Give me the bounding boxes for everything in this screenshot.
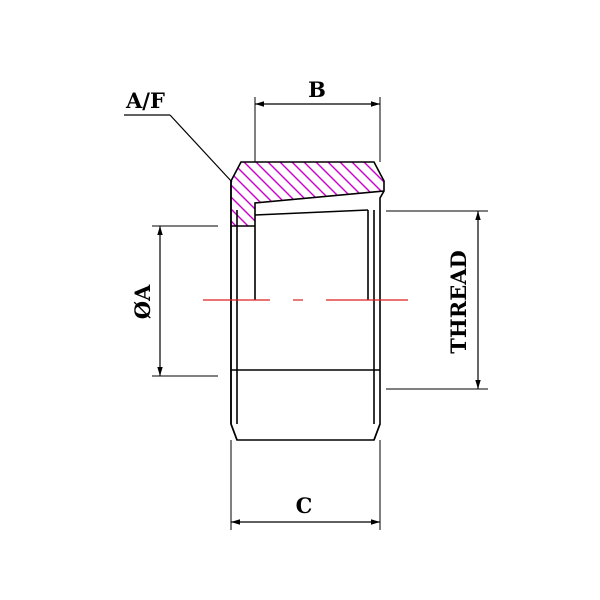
- hatch-line: [231, 162, 265, 226]
- extension-lines: [152, 97, 488, 530]
- thread-label: THREAD: [446, 250, 471, 353]
- af-label: A/F: [125, 88, 165, 113]
- hatch-line: [231, 162, 241, 226]
- dimension-b-label: B: [308, 77, 326, 102]
- nut-body-outline: [230, 161, 385, 441]
- hatch-line: [231, 162, 253, 226]
- hatch-line: [400, 150, 480, 230]
- bore-step-line: [254, 209, 369, 216]
- dimension-c-label: C: [296, 493, 313, 518]
- lower-chamfer-left: [230, 423, 238, 441]
- dimension-lines: [157, 101, 481, 525]
- nut-outer-profile: [230, 161, 385, 441]
- hatch-line: [375, 162, 384, 226]
- inner-bore-upper: [254, 190, 385, 300]
- hatch-line: [412, 150, 492, 230]
- hatch-line: [351, 162, 384, 226]
- lower-chamfer-right: [373, 423, 381, 441]
- hatch-line: [339, 162, 384, 226]
- af-leader: [124, 114, 233, 183]
- hatch-line: [388, 150, 468, 230]
- hatch-line: [363, 162, 384, 226]
- hatch-line: [327, 162, 384, 226]
- dimension-a-label: ØA: [130, 284, 155, 319]
